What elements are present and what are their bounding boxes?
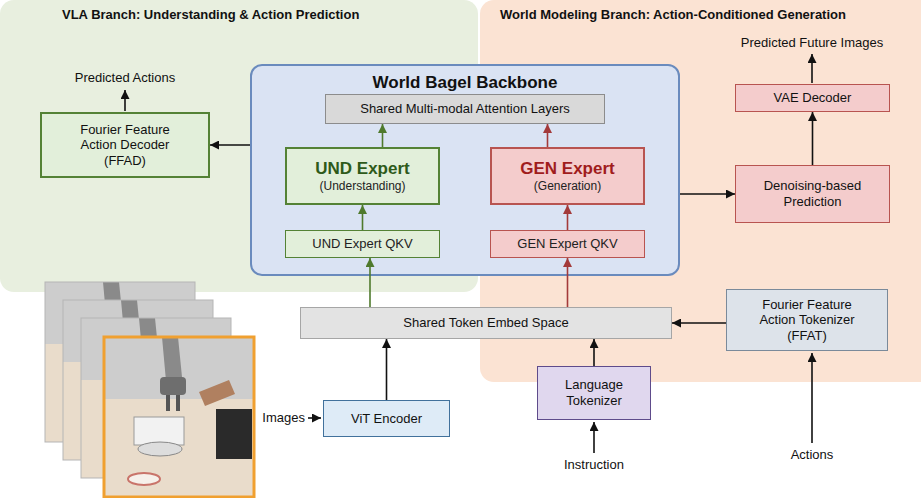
node-subtext: (Understanding) xyxy=(319,179,405,193)
caption-label: Instruction xyxy=(564,457,624,473)
node-subtext: (FFAD) xyxy=(104,153,146,169)
node-text: Fourier Feature Action Tokenizer xyxy=(747,297,867,328)
connector-arrow xyxy=(210,144,250,146)
output-arrow xyxy=(811,54,813,83)
caption-label: Images xyxy=(262,410,305,426)
input-arrow xyxy=(308,417,321,419)
input-arrow xyxy=(593,422,595,453)
node-text: Denoising-based Prediction xyxy=(753,178,873,209)
node-text: Shared Token Embed Space xyxy=(403,315,568,331)
caption-label: Actions xyxy=(791,447,834,463)
node-subtext: (FFAT) xyxy=(787,328,826,344)
node-text: UND Expert xyxy=(315,159,409,179)
frame-border xyxy=(104,337,254,497)
backbone-box: World Bagel BackboneShared Multi-modal A… xyxy=(250,64,680,276)
encoder-box: ViT Encoder xyxy=(323,400,450,437)
connector-arrow xyxy=(369,258,371,307)
node-text: VAE Decoder xyxy=(774,90,852,106)
node-text: World Modeling Branch: Action-Conditione… xyxy=(500,7,921,23)
node-text: VLA Branch: Understanding & Action Predi… xyxy=(62,7,478,23)
connector-arrow xyxy=(812,112,814,165)
connector-arrow xyxy=(386,339,388,400)
caption-label: Predicted Future Images xyxy=(741,35,883,51)
embed-box: Shared Token Embed Space xyxy=(300,307,672,339)
connector-arrow xyxy=(567,258,569,307)
decoder-box: VAE Decoder xyxy=(735,84,890,112)
expert-box: GEN Expert(Generation) xyxy=(490,147,645,205)
node-text: Language Tokenizer xyxy=(554,377,634,408)
connector-arrow xyxy=(672,322,726,324)
output-arrow xyxy=(124,90,126,111)
node-text: Fourier Feature Action Decoder xyxy=(65,122,185,153)
qkv-box: UND Expert QKV xyxy=(285,230,440,258)
process-box: Denoising-based Prediction xyxy=(735,165,890,223)
connector-arrow xyxy=(680,193,735,195)
connector-arrow xyxy=(382,124,384,147)
connector-arrow xyxy=(547,124,549,147)
expert-box: UND Expert(Understanding) xyxy=(285,147,440,205)
image-frame xyxy=(104,337,254,497)
node-text: UND Expert QKV xyxy=(312,236,412,252)
node-subtext: (Generation) xyxy=(534,179,601,193)
tokenizer-box: Fourier Feature Action Tokenizer(FFAT) xyxy=(726,289,888,351)
connector-arrow xyxy=(593,339,595,366)
node-text: World Bagel Backbone xyxy=(252,73,678,93)
node-text: GEN Expert QKV xyxy=(517,236,617,252)
node-text: ViT Encoder xyxy=(351,411,422,427)
qkv-box: GEN Expert QKV xyxy=(490,230,645,258)
decoder-box: Fourier Feature Action Decoder(FFAD) xyxy=(40,112,210,178)
node-text: GEN Expert xyxy=(520,159,614,179)
node-text: Shared Multi-modal Attention Layers xyxy=(360,101,570,117)
connector-arrow xyxy=(567,205,569,230)
tokenizer-box: Language Tokenizer xyxy=(537,366,651,420)
attention-box: Shared Multi-modal Attention Layers xyxy=(325,94,605,124)
input-arrow xyxy=(811,353,813,443)
connector-arrow xyxy=(362,205,364,230)
caption-label: Predicted Actions xyxy=(75,70,175,86)
